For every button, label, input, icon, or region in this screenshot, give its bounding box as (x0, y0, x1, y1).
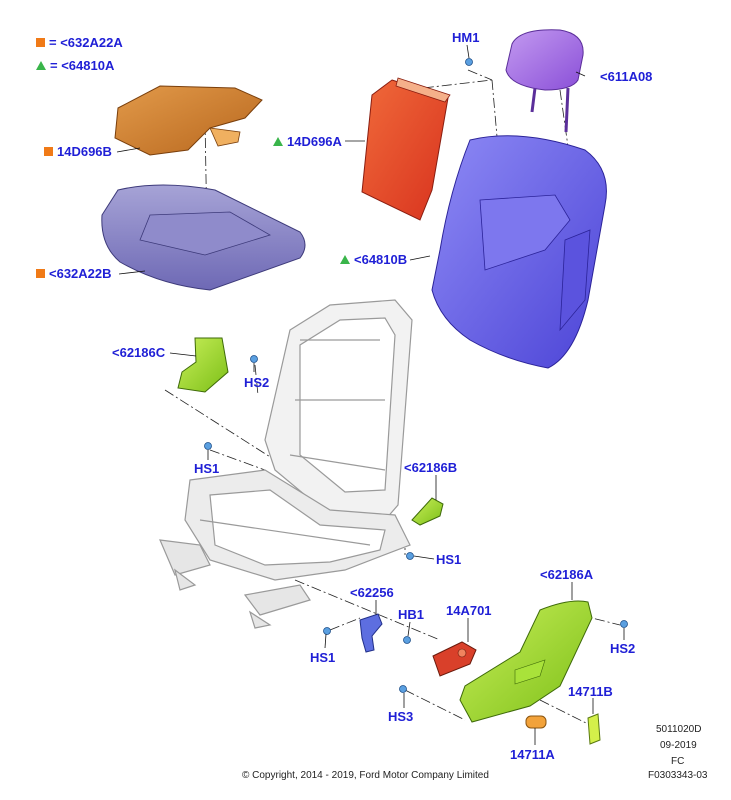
back-panel (361, 77, 451, 221)
footer-figure-id: F0303343-03 (648, 770, 708, 781)
footer-region: FC (671, 756, 685, 767)
footer-code: 5011020D (656, 724, 702, 735)
orange-square-icon (44, 147, 53, 156)
screw-hs1-mid-icon (406, 552, 414, 560)
headrest (505, 29, 584, 133)
label-hs1-bottom: HS1 (310, 650, 336, 665)
label-14a701: 14A701 (446, 603, 492, 618)
legend-green-text: <64810A (61, 58, 115, 73)
screw-hs1-left-icon (204, 442, 212, 450)
label-hm1: HM1 (452, 30, 480, 45)
label-62256: <62256 (350, 585, 394, 600)
label-632a22b: <632A22B (36, 267, 112, 281)
screw-hs2-right-icon (620, 620, 628, 628)
screw-hs1-bottom-icon (323, 627, 331, 635)
switch-14a701 (432, 641, 477, 677)
green-triangle-icon (36, 61, 46, 70)
label-pointers (116, 44, 625, 745)
green-triangle-icon (340, 255, 350, 264)
legend-green: = <64810A (36, 58, 114, 73)
trim-62186c (177, 337, 229, 393)
screws (204, 58, 628, 693)
screw-hm1-icon (465, 58, 473, 66)
label-14d696b: 14D696B (44, 145, 112, 159)
orange-square-icon (36, 38, 45, 47)
bracket-62256 (359, 613, 383, 653)
label-14d696a: 14D696A (273, 135, 342, 149)
seat-back (431, 135, 607, 369)
label-hs1-mid: HS1 (436, 552, 462, 567)
screw-hs2-top-icon (250, 355, 258, 363)
seat-cushion (101, 184, 306, 291)
label-62186b: <62186B (404, 460, 458, 475)
trim-62186b (411, 497, 444, 526)
copyright: © Copyright, 2014 - 2019, Ford Motor Com… (242, 770, 489, 781)
label-hs2-right: HS2 (610, 641, 636, 656)
label-62186c: <62186C (112, 345, 166, 360)
label-text: <64810B (354, 252, 408, 267)
legend-equals: = (49, 35, 57, 50)
label-hb1: HB1 (398, 607, 425, 622)
screw-hs3-icon (399, 685, 407, 693)
label-611a08: <611A08 (600, 69, 653, 84)
label-14711a: 14711A (510, 747, 555, 762)
legend-orange: = <632A22A (36, 35, 123, 50)
lever-14711b (587, 713, 601, 745)
knob-14711a (525, 715, 547, 729)
label-text: 14D696A (287, 134, 342, 149)
label-hs3: HS3 (388, 709, 414, 724)
label-hs2-top: HS2 (244, 375, 270, 390)
green-triangle-icon (273, 137, 283, 146)
label-62186a: <62186A (540, 567, 594, 582)
footer-date: 09-2019 (660, 740, 697, 751)
legend-equals: = (50, 58, 58, 73)
label-text: <632A22B (49, 266, 112, 281)
cushion-pad (114, 85, 263, 156)
label-64810b: <64810B (340, 253, 407, 267)
label-hs1-left: HS1 (194, 461, 220, 476)
legend-orange-text: <632A22A (60, 35, 123, 50)
label-text: 14D696B (57, 144, 112, 159)
seat-frame (159, 299, 413, 629)
orange-square-icon (36, 269, 45, 278)
side-shield-62186a (459, 600, 593, 723)
screw-hb1-icon (403, 636, 411, 644)
label-14711b: 14711B (568, 684, 613, 699)
